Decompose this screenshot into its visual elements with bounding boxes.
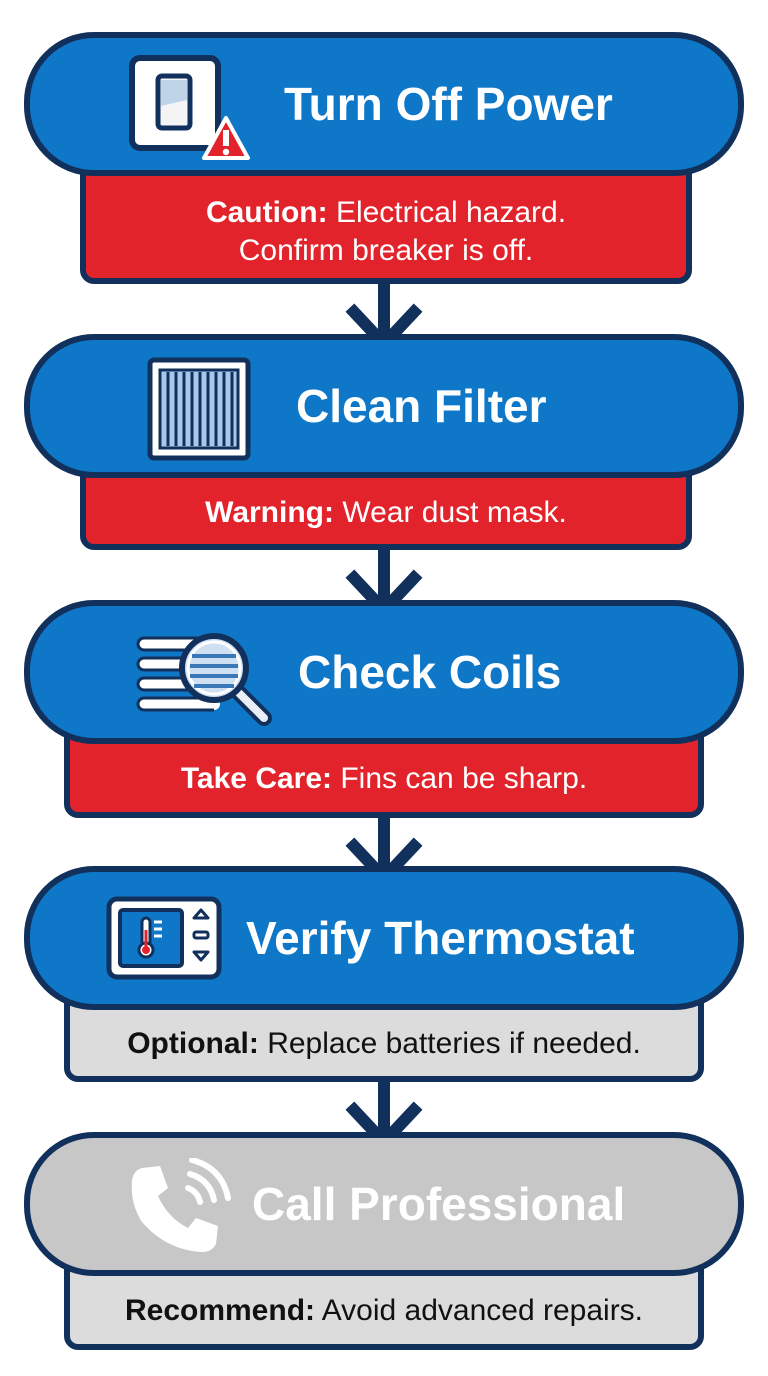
step-box: Call Professional	[24, 1132, 744, 1276]
note-label: Optional:	[127, 1027, 259, 1060]
step-title: Check Coils	[298, 646, 562, 698]
step-title: Verify Thermostat	[246, 912, 635, 964]
step-title: Call Professional	[252, 1178, 626, 1230]
note-label: Recommend:	[124, 1294, 316, 1327]
note-text-line2: Confirm breaker is off.	[238, 234, 534, 267]
note-text: Wear dust mask.	[342, 496, 567, 529]
note-text: Fins can be sharp.	[340, 762, 588, 795]
note-text: Replace batteries if needed.	[267, 1027, 641, 1060]
power-switch-warning-icon	[129, 55, 250, 160]
note-label: Take Care:	[180, 762, 333, 795]
step-title: Turn Off Power	[284, 78, 613, 130]
step-box: Clean Filter	[24, 334, 744, 478]
air-filter-icon	[147, 357, 251, 461]
step-box: Check Coils	[24, 600, 744, 744]
note-label: Caution:	[205, 196, 328, 229]
step-title: Clean Filter	[296, 380, 547, 432]
step-box: Verify Thermostat	[24, 866, 744, 1010]
coil-magnifier-icon	[136, 633, 272, 726]
phone-call-icon	[131, 1158, 231, 1252]
note-label: Warning:	[205, 496, 334, 529]
step-box: Turn Off Power	[24, 32, 744, 176]
thermostat-icon	[106, 896, 222, 980]
note-text: Electrical hazard.	[335, 196, 567, 229]
note-text: Avoid advanced repairs.	[321, 1294, 644, 1327]
